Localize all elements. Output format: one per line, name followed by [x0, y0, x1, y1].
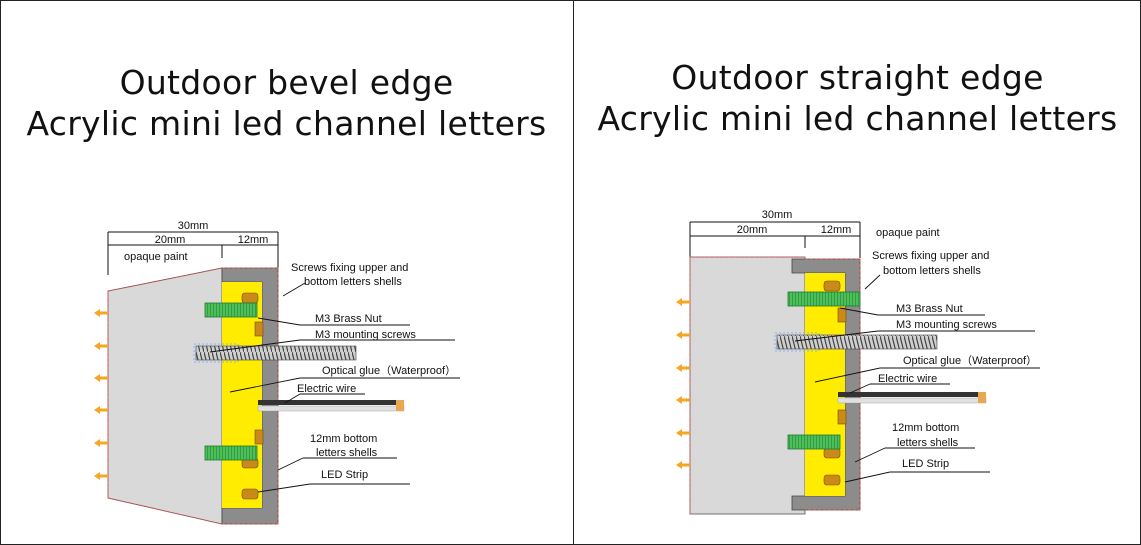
- led-chips: [823, 280, 847, 486]
- optical-glue-text: Optical glue（: [903, 354, 972, 367]
- bevel-edge-diagram: 30mm 20mm 12mm opaque paint: [94, 220, 460, 525]
- dim-total-label: 30mm: [178, 220, 209, 232]
- waterproof-text: Waterproof: [391, 365, 446, 377]
- optical-glue: [805, 273, 845, 496]
- title-line-1: Outdoor bevel edge: [119, 63, 454, 102]
- brass-nut-upper: [787, 291, 861, 307]
- light-arrows: [676, 298, 690, 469]
- electric-wire-label: Electric wire: [297, 383, 356, 395]
- dim-left-label: 20mm: [155, 234, 186, 246]
- dimension-lines: [107, 231, 279, 275]
- mounting-screw: [195, 345, 357, 361]
- mounting-screws-label: M3 mounting screws: [315, 329, 416, 341]
- dim-total-label: 30mm: [762, 209, 793, 221]
- dim-left-label: 20mm: [737, 224, 768, 236]
- panel-title-straight: Outdoor straight edge Acrylic mini led c…: [574, 57, 1141, 139]
- electric-wire-dark: [258, 400, 404, 405]
- bottom-shell-label-1: 12mm bottom: [892, 422, 959, 434]
- title-line-1: Outdoor straight edge: [671, 58, 1044, 97]
- electric-wire-light: [837, 397, 987, 404]
- wire-tip: [978, 392, 986, 403]
- title-line-2: Acrylic mini led channel letters: [26, 104, 547, 143]
- bottom-shell-label-2: letters shells: [897, 437, 959, 449]
- panel-divider: [573, 0, 574, 545]
- mounting-screw: [776, 334, 938, 350]
- brass-nut-upper: [204, 302, 258, 318]
- optical-glue: [222, 282, 262, 508]
- screws-fixing-label-1: Screws fixing upper and: [291, 262, 408, 274]
- bottom-shell-label-1: 12mm bottom: [310, 433, 377, 445]
- close-paren-text: ）: [445, 364, 456, 377]
- leader-lines: [209, 282, 460, 493]
- opaque-paint-edge: [689, 256, 805, 514]
- title-line-2: Acrylic mini led channel letters: [597, 99, 1118, 138]
- wire-tip: [396, 400, 404, 411]
- screws-fixing-label-2: bottom letters shells: [304, 276, 402, 288]
- screws-fixing-label-1: Screws fixing upper and: [872, 250, 989, 262]
- led-strip-label: LED Strip: [321, 469, 368, 481]
- brass-nut-lower: [787, 434, 841, 450]
- opaque-paint-label: opaque paint: [876, 227, 940, 239]
- panel-title-bevel: Outdoor bevel edge Acrylic mini led chan…: [0, 62, 573, 144]
- acrylic-face: [689, 256, 806, 515]
- electric-wire-dark: [838, 392, 986, 397]
- brass-nut-lower: [204, 445, 258, 461]
- straight-edge-diagram: 30mm 20mm 12mm opaque paint: [676, 209, 1040, 515]
- bottom-shell-label-2: letters shells: [316, 447, 378, 459]
- waterproof-text: Waterproof: [972, 355, 1027, 367]
- shell-paint-edge: [805, 258, 861, 511]
- dim-right-label: 12mm: [821, 224, 852, 236]
- optical-glue-label: Optical glue（Waterproof）: [322, 364, 456, 377]
- brass-nut-label: M3 Brass Nut: [315, 313, 382, 325]
- leader-lines: [794, 274, 1040, 483]
- dimension-lines: [689, 221, 861, 258]
- light-arrows: [94, 309, 108, 480]
- brass-nut-label: M3 Brass Nut: [896, 303, 963, 315]
- optical-glue-label: Optical glue（Waterproof）: [903, 354, 1037, 367]
- close-paren-text: ）: [1026, 354, 1037, 367]
- shell-paint-edge: [222, 267, 279, 525]
- screws-fixing-label-2: bottom letters shells: [883, 265, 981, 277]
- mounting-screws-label: M3 mounting screws: [896, 319, 997, 331]
- electric-wire-label: Electric wire: [878, 373, 937, 385]
- dim-right-label: 12mm: [238, 234, 269, 246]
- electric-wire-light: [257, 405, 405, 412]
- led-strip-label: LED Strip: [902, 458, 949, 470]
- opaque-paint-label: opaque paint: [124, 251, 188, 263]
- optical-glue-text: Optical glue（: [322, 364, 391, 377]
- opaque-paint-edge: [107, 267, 223, 525]
